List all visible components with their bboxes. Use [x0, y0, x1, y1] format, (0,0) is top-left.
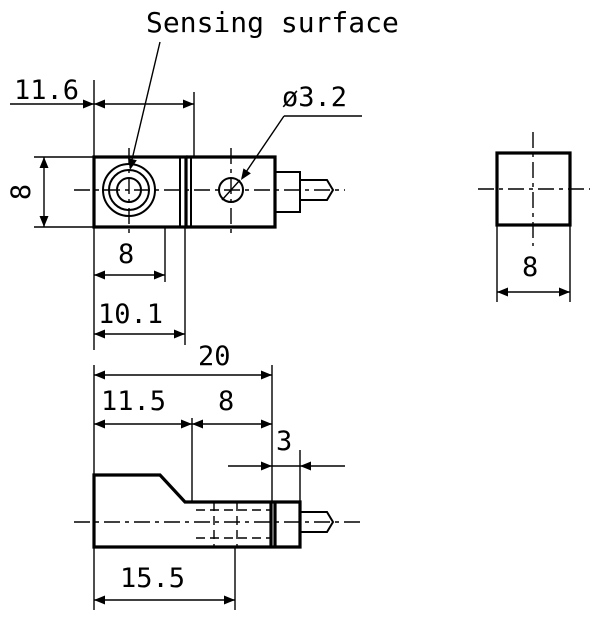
dim-cable-offset: 3 — [228, 426, 345, 471]
dim-height: 8 — [6, 156, 94, 228]
dim-end-width: 8 — [496, 225, 571, 302]
svg-text:ø3.2: ø3.2 — [282, 82, 347, 113]
svg-text:11.5: 11.5 — [101, 386, 166, 417]
dim-base-length: 15.5 — [93, 547, 236, 610]
dim-rear-length: 8 — [192, 386, 272, 429]
svg-text:15.5: 15.5 — [120, 563, 185, 594]
dim-body-width: 10.1 — [94, 299, 185, 339]
dim-total-length: 20 — [94, 341, 272, 380]
dim-front-length: 11.5 — [94, 386, 192, 429]
dim-hole-diameter: ø3.2 — [237, 82, 362, 183]
dim-top-width: 11.6 — [10, 75, 195, 157]
svg-text:20: 20 — [198, 341, 231, 372]
sensing-surface-label: Sensing surface — [146, 6, 399, 39]
svg-text:11.6: 11.6 — [14, 75, 79, 106]
svg-text:8: 8 — [522, 252, 538, 283]
svg-text:8: 8 — [6, 184, 37, 200]
svg-text:8: 8 — [218, 386, 234, 417]
svg-text:8: 8 — [118, 239, 134, 270]
sensing-surface-leader — [129, 41, 161, 169]
dim-face-width: 8 — [93, 227, 186, 350]
top-view — [74, 148, 345, 236]
svg-text:10.1: 10.1 — [98, 299, 163, 330]
side-view — [74, 473, 362, 549]
end-view — [478, 132, 590, 246]
svg-text:3: 3 — [276, 426, 292, 457]
